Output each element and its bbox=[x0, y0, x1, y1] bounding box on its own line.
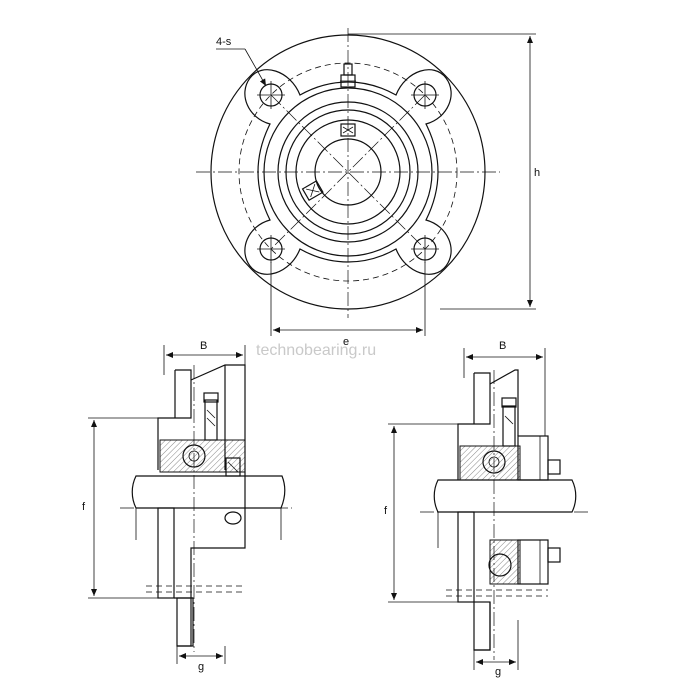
right-housing bbox=[474, 369, 519, 651]
left-housing bbox=[177, 364, 246, 647]
right-set-screw-top bbox=[547, 459, 561, 475]
right-collar-top bbox=[517, 435, 549, 481]
right-set-screw-bottom bbox=[547, 547, 561, 563]
front-view: 4-s h e bbox=[196, 28, 540, 348]
watermark: technobearing.ru bbox=[256, 342, 376, 359]
label-offset-left: f bbox=[82, 501, 86, 513]
label-face-right: g bbox=[495, 666, 501, 678]
label-offset-right: f bbox=[384, 505, 388, 517]
left-flange-plate bbox=[157, 369, 192, 470]
right-bearing-insert bbox=[459, 445, 521, 481]
right-shaft bbox=[433, 479, 577, 513]
right-collar-bottom bbox=[517, 539, 549, 585]
flange-lobes bbox=[244, 69, 452, 275]
left-grease-nipple bbox=[203, 392, 219, 441]
set-screw-lower bbox=[301, 180, 324, 202]
right-grease-nipple bbox=[501, 397, 517, 447]
label-width-right: B bbox=[499, 340, 506, 352]
label-face-left: g bbox=[198, 661, 204, 673]
left-bearing-insert bbox=[159, 439, 246, 473]
right-flange-plate bbox=[457, 372, 491, 480]
right-flange-foot bbox=[473, 601, 491, 651]
left-screw-end bbox=[224, 511, 242, 525]
label-height: h bbox=[534, 167, 540, 179]
label-bolt-spacing: e bbox=[343, 336, 349, 348]
right-ball-top bbox=[482, 450, 506, 474]
right-side-view: B f g bbox=[384, 340, 590, 678]
label-holes: 4-s bbox=[216, 36, 232, 48]
right-ball-bottom bbox=[488, 553, 512, 577]
left-shaft bbox=[131, 475, 286, 509]
left-side-view: B f g bbox=[82, 340, 292, 673]
label-width-left: B bbox=[200, 340, 207, 352]
